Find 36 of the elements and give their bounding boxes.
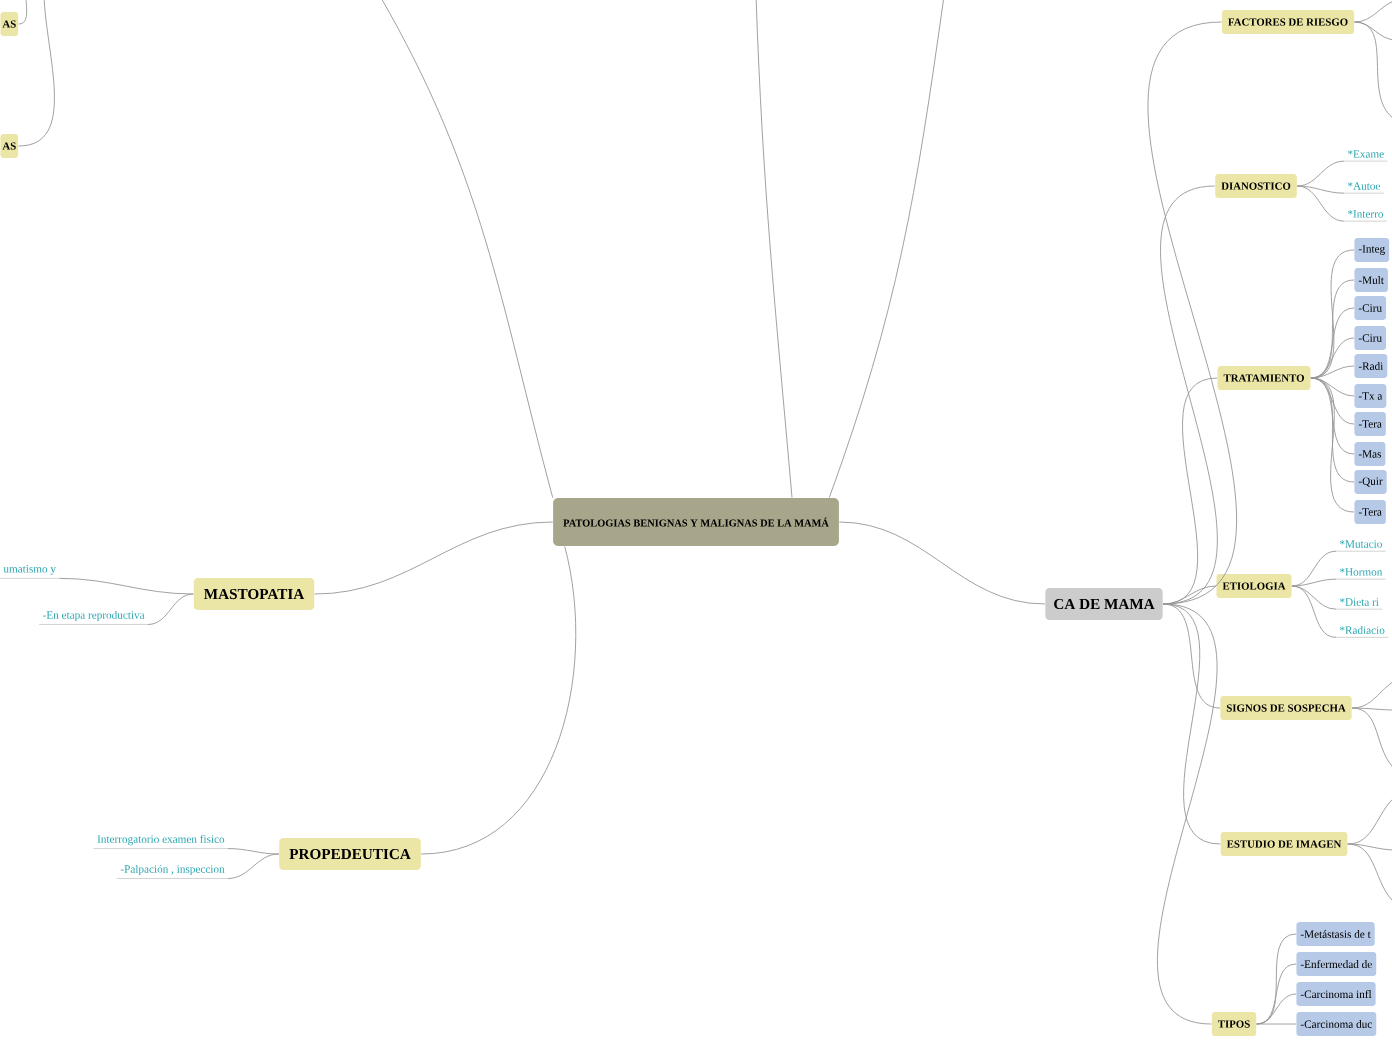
connector-line [1354, 21, 1392, 121]
connector-line [1291, 585, 1337, 610]
connector-line [1256, 1023, 1297, 1025]
connector-line [838, 521, 1046, 605]
connector-line [1351, 707, 1392, 711]
connector-line [314, 521, 554, 595]
connector-line [1160, 185, 1218, 605]
connector-line [227, 853, 280, 879]
connector-line [1351, 707, 1392, 771]
connector-line [1291, 550, 1337, 587]
connector-line [420, 545, 576, 855]
connector-line [1310, 337, 1355, 379]
connector-line [1296, 160, 1345, 187]
connector-line [1347, 795, 1392, 845]
connector-line [1256, 963, 1297, 1025]
connector-line [1310, 377, 1355, 455]
connector-line [379, 0, 554, 499]
connector-line [58, 577, 194, 595]
connector-line [147, 593, 194, 625]
connector-line [1291, 585, 1337, 638]
connector-line [1291, 578, 1337, 587]
connector-line [755, 0, 793, 499]
connector-line [227, 848, 280, 855]
connector-line [1296, 185, 1345, 194]
connector-line [1147, 21, 1237, 605]
connector-line [18, 0, 28, 25]
connector-line [1296, 185, 1345, 222]
connector-line [1347, 843, 1392, 851]
connector-line [1310, 365, 1355, 379]
connector-line [1347, 843, 1392, 905]
connector-line [1354, 0, 1392, 23]
connector-line [1310, 377, 1355, 513]
connector-line [1256, 993, 1297, 1025]
connector-line [1157, 603, 1218, 1025]
connector-line [828, 0, 945, 499]
connector-line [1162, 585, 1217, 605]
